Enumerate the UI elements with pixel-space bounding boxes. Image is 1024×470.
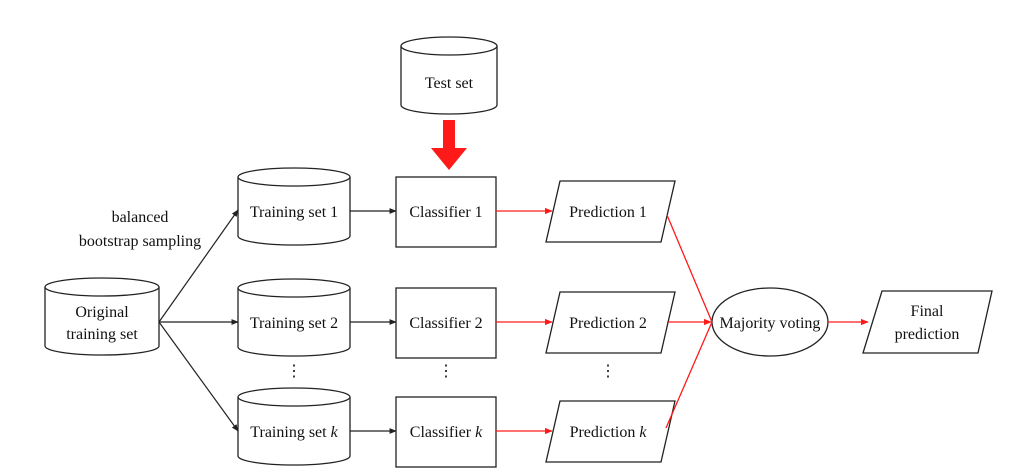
ellipsis-prediction: ⋮ (600, 363, 616, 380)
training-set-1-node: Training set 1 (237, 167, 351, 246)
classifier-1-label-text: Classifier (409, 204, 474, 221)
classifier-1-node: Classifier 1 (395, 176, 497, 248)
prediction-k-label-text: Prediction (570, 424, 640, 441)
prediction-1-node: Prediction 1 (545, 180, 676, 243)
classifier-k-label-index: k (475, 424, 483, 441)
prediction-2-label-text: Prediction (569, 315, 639, 332)
ellipsis-classifier: ⋮ (438, 363, 454, 380)
classifier-k-label: Classifier k (410, 424, 483, 441)
training-set-k-node: Training set k (237, 387, 351, 466)
classifier-2-label-index: 2 (475, 315, 483, 332)
training-set-k-label: Training set k (250, 424, 338, 441)
training-set-2-label-index: 2 (330, 315, 338, 332)
original-label-line2: training set (66, 326, 138, 343)
majority-voting-node: Majority voting (711, 287, 829, 357)
training-set-2-label-text: Training set (250, 315, 330, 332)
prediction-k-label: Prediction k (570, 424, 648, 441)
training-set-1-label-index: 1 (330, 204, 338, 221)
prediction-k-node: Prediction k (545, 400, 676, 463)
final-prediction-node: Final prediction (862, 290, 993, 354)
arrow-original-to-traink (158, 321, 239, 432)
classifier-2-label: Classifier 2 (409, 315, 482, 332)
training-set-1-label-text: Training set (250, 204, 330, 221)
ellipsis-training: ⋮ (286, 363, 302, 380)
arrow-original-to-train1 (158, 209, 239, 323)
training-set-2-label: Training set 2 (250, 315, 338, 332)
final-label-line2: prediction (895, 326, 960, 343)
original-training-set-node: Original training set (44, 277, 160, 356)
test-set-node: Test set (400, 36, 498, 115)
training-set-k-label-index: k (331, 424, 339, 441)
training-set-k-label-text: Training set (250, 424, 330, 441)
classifier-1-label-index: 1 (475, 204, 483, 221)
majority-voting-label: Majority voting (720, 315, 821, 332)
line-pred1-to-vote (666, 214, 713, 323)
prediction-1-label: Prediction 1 (569, 204, 647, 221)
training-set-1-label: Training set 1 (250, 204, 338, 221)
prediction-1-label-index: 1 (639, 204, 647, 221)
line-predk-to-vote (665, 321, 713, 429)
training-set-2-node: Training set 2 (237, 278, 351, 357)
sampling-label-line2: bootstrap sampling (79, 233, 201, 250)
classifier-2-node: Classifier 2 (395, 287, 497, 359)
prediction-k-label-index: k (639, 424, 647, 441)
classifier-k-label-text: Classifier (410, 424, 475, 441)
prediction-1-label-text: Prediction (569, 204, 639, 221)
classifier-2-label-text: Classifier (409, 315, 474, 332)
prediction-2-label: Prediction 2 (569, 315, 647, 332)
original-label-line1: Original (75, 304, 129, 321)
prediction-2-label-index: 2 (639, 315, 647, 332)
prediction-2-node: Prediction 2 (545, 291, 676, 354)
classifier-1-label: Classifier 1 (409, 204, 482, 221)
sampling-label-line1: balanced (112, 209, 169, 226)
test-set-label: Test set (425, 75, 474, 92)
final-label-line1: Final (911, 303, 944, 320)
test-input-arrow (431, 120, 467, 170)
classifier-k-node: Classifier k (395, 396, 497, 468)
